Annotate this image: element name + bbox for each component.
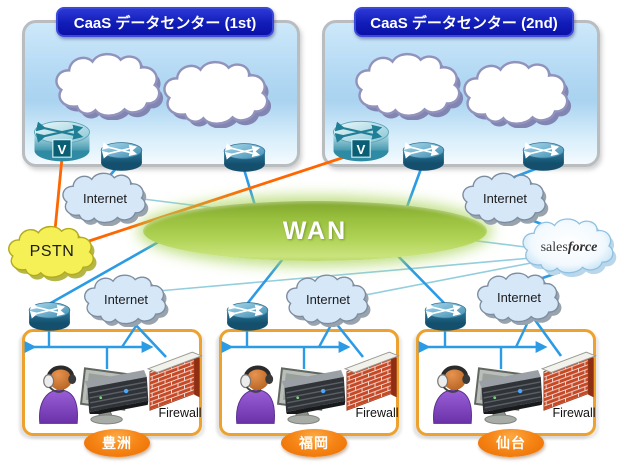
internet-label: Internet [305, 292, 351, 307]
internet-cloud-fukuoka: Internet [276, 272, 380, 327]
firewall-icon-toyosu [147, 351, 202, 411]
sendai-bus-internet [514, 323, 529, 348]
firewall-icon-sendai [541, 351, 596, 411]
firewall-label: Firewall [158, 406, 202, 420]
firewall-label: Firewall [552, 406, 596, 420]
router-icon-dc2-a [401, 139, 446, 173]
internet-label: Internet [82, 190, 128, 206]
voice-gateway-label: V [58, 142, 67, 157]
pstn-cloud: PSTN [4, 219, 100, 285]
internet-label: Internet [103, 292, 149, 307]
voice-gateway-label: V [357, 142, 366, 157]
site-name-toyosu: 豊洲 [84, 429, 150, 457]
firewall-icon-fukuoka [344, 351, 399, 411]
datacenter-1-title: CaaS データセンター (1st) [56, 7, 274, 37]
site-name-sendai: 仙台 [478, 429, 544, 457]
site-lan-lines [24, 323, 548, 369]
datacenter-2-title: CaaS データセンター (2nd) [354, 7, 574, 37]
internet-cloud-top-right: Internet [455, 170, 555, 226]
pstn-label: PSTN [29, 243, 75, 260]
wan-label: WAN [282, 216, 348, 245]
link-internet-bl-salesforce [157, 257, 532, 292]
internet-cloud-sendai: Internet [467, 270, 571, 325]
toyosu-bus-internet [121, 325, 137, 348]
link-wan-toyosu-router [48, 238, 163, 306]
link-internet-bm-salesforce [359, 262, 532, 297]
router-icon-dc1-a [99, 139, 144, 173]
voice-gateway-icon-dc2: V [331, 118, 391, 163]
router-icon-dc2-b [521, 139, 566, 173]
voice-gateway-icon-dc1: V [32, 118, 92, 163]
link-wan-sendai-router [397, 255, 446, 305]
dc2-cloud-icon [463, 60, 572, 128]
firewall-label: Firewall [355, 406, 399, 420]
router-icon-dc1-b [222, 140, 267, 174]
pstn-links [53, 151, 358, 244]
router-icon-toyosu [27, 299, 72, 333]
link-wan-fukuoka-router [245, 254, 288, 305]
dc1-cloud-icon [163, 60, 272, 128]
salesforce-logo-sales: sales [540, 240, 568, 255]
internet-label: Internet [482, 190, 528, 206]
fukuoka-bus-internet [317, 324, 333, 348]
link-internet-bm-firewall [333, 321, 365, 358]
salesforce-logo-force: force [567, 240, 598, 255]
link-dc1-gw-pstn [53, 157, 64, 231]
link-pstn-dc2-gw [85, 151, 358, 244]
internet-label: Internet [496, 290, 542, 305]
router-icon-fukuoka [225, 299, 270, 333]
site-name-fukuoka: 福岡 [281, 429, 347, 457]
internet-cloud-top-left: Internet [55, 170, 155, 226]
internet-cloud-toyosu: Internet [74, 272, 178, 327]
link-internet-br-firewall [533, 319, 563, 357]
router-icon-sendai [423, 299, 468, 333]
link-internet-bl-firewall [132, 321, 167, 358]
wan-ellipse: WAN [143, 201, 487, 261]
